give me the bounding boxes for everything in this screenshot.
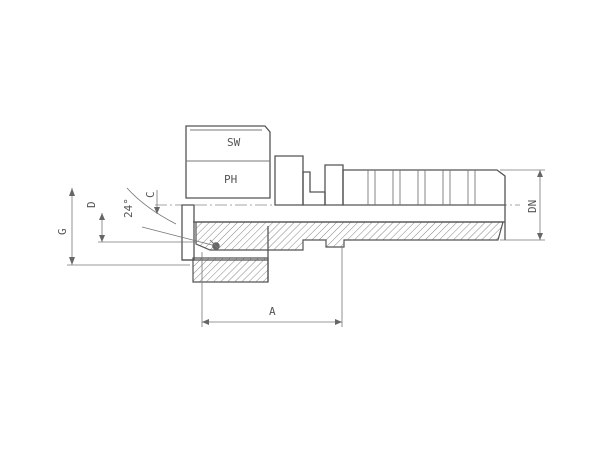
a-label: A xyxy=(269,305,276,318)
hex-nut xyxy=(185,125,271,199)
nut-hatched-section xyxy=(192,257,269,283)
dn-label: DN xyxy=(526,200,539,213)
a-dimension xyxy=(201,247,343,327)
dn-dimension xyxy=(500,169,545,241)
angle-label: 24° xyxy=(122,198,135,218)
fitting-section-hatching xyxy=(193,205,506,251)
ph-label: PH xyxy=(224,173,237,186)
left-dimensions xyxy=(67,187,196,266)
cone-seat-detail xyxy=(141,226,220,250)
d-label: D xyxy=(85,201,98,208)
sw-label: SW xyxy=(227,136,241,149)
c-label: C xyxy=(144,191,157,198)
g-label: G xyxy=(56,228,69,235)
nipple-shank xyxy=(274,155,506,206)
